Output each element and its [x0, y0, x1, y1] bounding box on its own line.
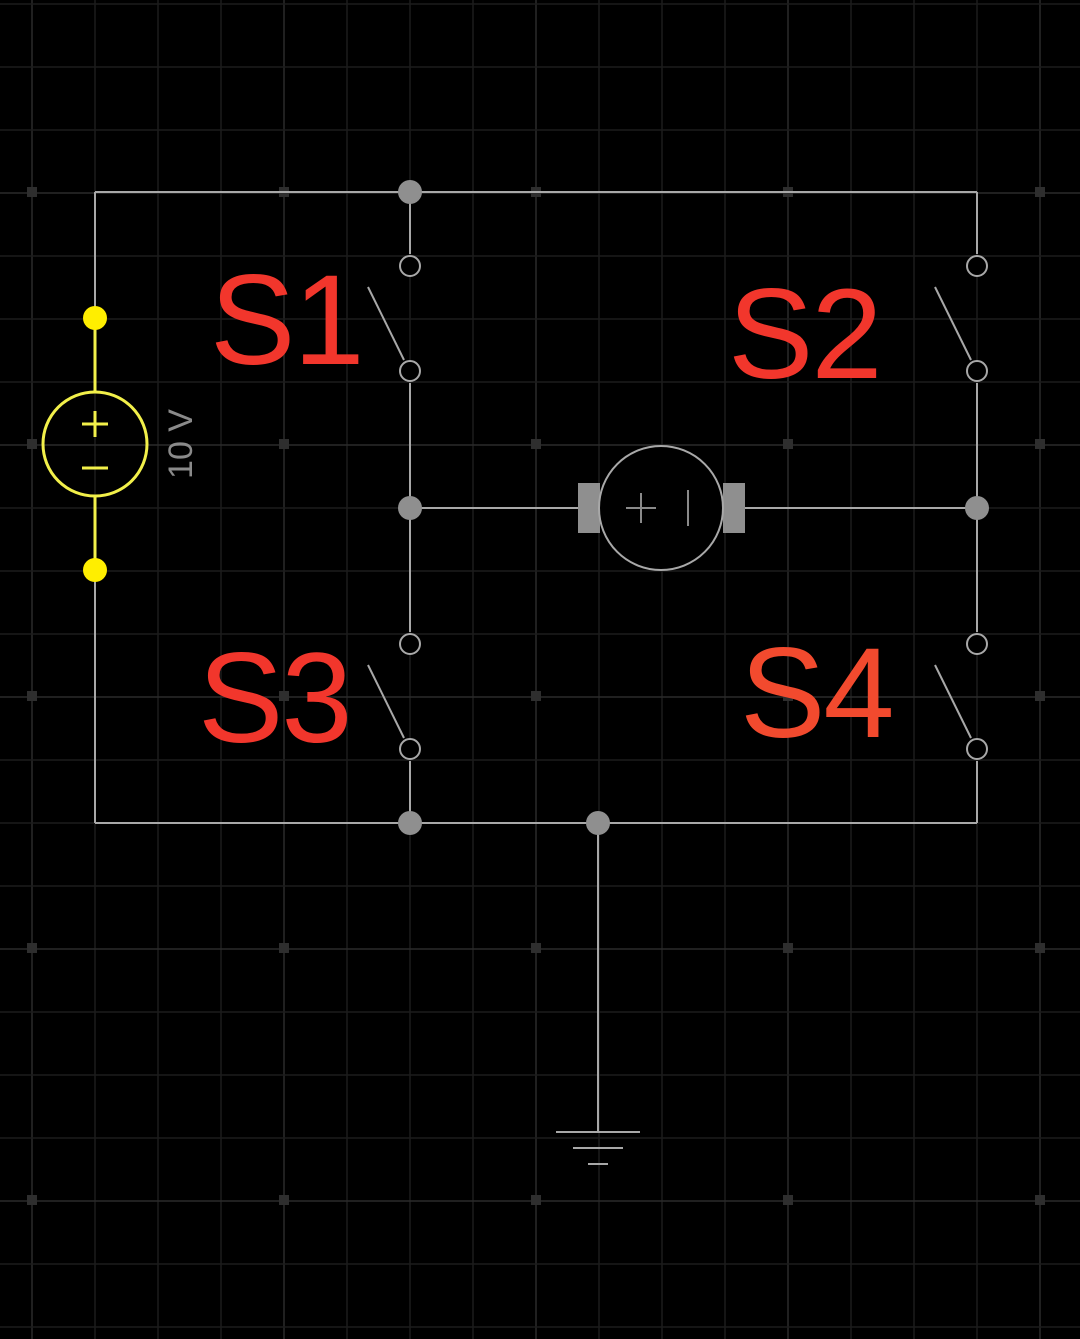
grid-marker — [1035, 439, 1045, 449]
motor-body — [598, 445, 724, 571]
switch-S4[interactable] — [934, 633, 988, 760]
grid-marker — [531, 943, 541, 953]
node-mid-left[interactable] — [398, 496, 422, 520]
switch-S1-contact-bottom — [399, 360, 421, 382]
switch-S2[interactable] — [934, 255, 988, 382]
grid-marker — [279, 691, 289, 701]
switch-S3-contact-top — [399, 633, 421, 655]
grid-marker — [279, 943, 289, 953]
switch-S4-contact-top — [966, 633, 988, 655]
ground-icon[interactable] — [556, 1131, 640, 1165]
node-bottom-left[interactable] — [398, 811, 422, 835]
switch-S1-blade — [367, 286, 405, 361]
node-mid-right[interactable] — [965, 496, 989, 520]
wires — [94, 191, 978, 1132]
switch-S1[interactable] — [367, 255, 421, 382]
grid-marker — [1035, 943, 1045, 953]
dc-motor-icon[interactable] — [578, 445, 745, 571]
label-S1: S1 — [210, 249, 363, 392]
grid-marker — [783, 1195, 793, 1205]
source-voltage-label: 10 V — [162, 409, 200, 479]
grid-marker — [27, 187, 37, 197]
switch-S2-contact-top — [966, 255, 988, 277]
label-S3: S3 — [198, 627, 351, 770]
grid-marker — [783, 943, 793, 953]
grid-marker — [783, 439, 793, 449]
node-top-left[interactable] — [398, 180, 422, 204]
switch-S3[interactable] — [367, 633, 421, 760]
switch-S3-contact-bottom — [399, 738, 421, 760]
source-node-positive[interactable] — [83, 306, 107, 330]
grid-marker — [1035, 1195, 1045, 1205]
grid-marker — [27, 691, 37, 701]
motor-brush-right — [723, 483, 745, 533]
grid-marker — [27, 943, 37, 953]
switch-S4-blade — [934, 664, 972, 739]
switch-S2-contact-bottom — [966, 360, 988, 382]
junction-nodes — [398, 180, 989, 835]
grid-marker — [1035, 691, 1045, 701]
label-S4: S4 — [740, 622, 893, 765]
switch-S4-contact-bottom — [966, 738, 988, 760]
grid-marker — [1035, 187, 1045, 197]
node-bottom-ground[interactable] — [586, 811, 610, 835]
switch-S1-contact-top — [399, 255, 421, 277]
grid-marker — [531, 691, 541, 701]
switch-S3-blade — [367, 664, 405, 739]
grid-marker — [279, 1195, 289, 1205]
grid-marker — [27, 1195, 37, 1205]
switch-S2-blade — [934, 286, 972, 361]
grid-marker — [531, 439, 541, 449]
label-S2: S2 — [728, 263, 881, 406]
voltage-source[interactable]: 10 V — [41, 306, 200, 582]
grid-marker — [783, 691, 793, 701]
grid-marker — [279, 439, 289, 449]
source-body — [41, 390, 149, 498]
grid-marker — [531, 1195, 541, 1205]
grid-marker — [27, 439, 37, 449]
motor-brush-left — [578, 483, 600, 533]
source-node-negative[interactable] — [83, 558, 107, 582]
